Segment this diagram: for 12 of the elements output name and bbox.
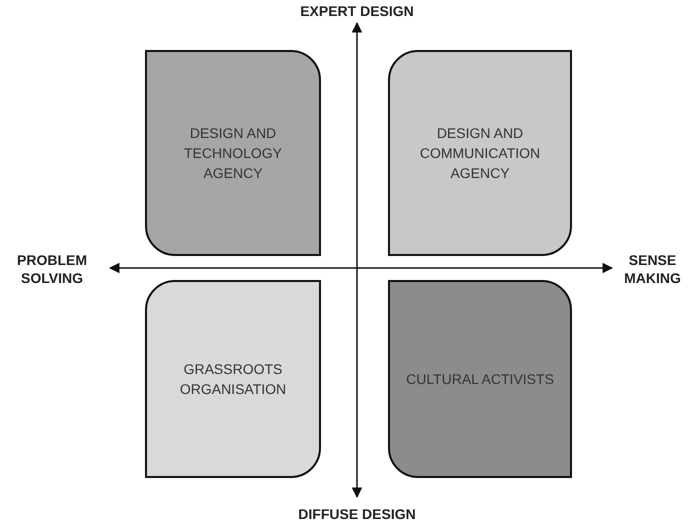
axis-label: EXPERT DESIGN (299, 2, 415, 20)
quadrant-label: CULTURAL ACTIVISTS (405, 370, 555, 389)
quadrant-box (145, 50, 321, 256)
axis-label: PROBLEM SOLVING (16, 251, 88, 287)
quadrant-box (388, 50, 572, 256)
quadrant-box (145, 280, 321, 478)
axis-label: DIFFUSE DESIGN (297, 505, 417, 523)
quadrant-label: DESIGN AND COMMUNICATION AGENCY (418, 124, 542, 183)
quadrant-box (388, 280, 572, 478)
quadrant-label: GRASSROOTS ORGANISATION (178, 360, 288, 399)
quadrant-label: DESIGN AND TECHNOLOGY AGENCY (182, 124, 283, 183)
axis-label: SENSE MAKING (623, 251, 682, 287)
